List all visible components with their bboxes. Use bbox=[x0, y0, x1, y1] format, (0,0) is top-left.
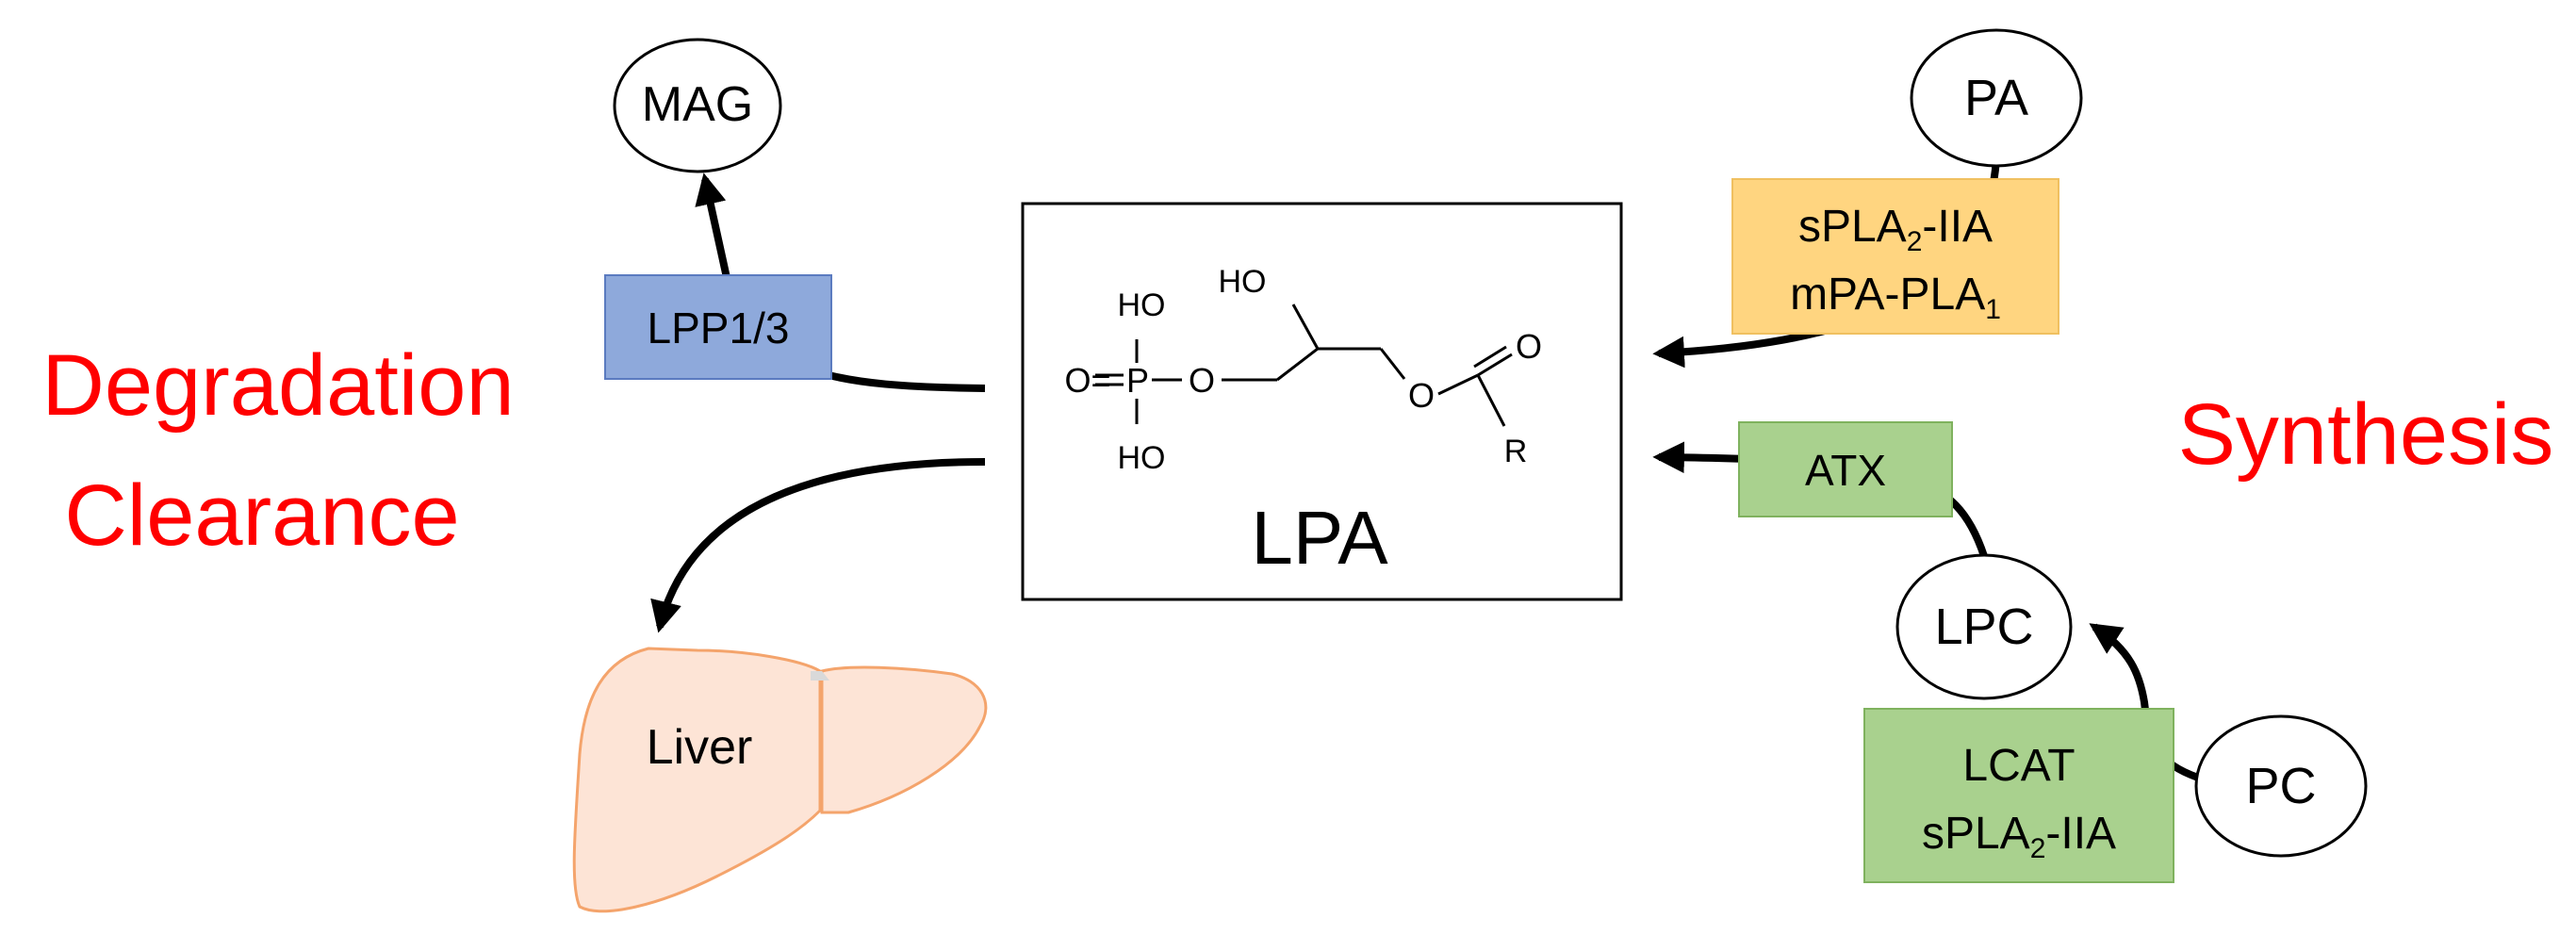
mag-node bbox=[613, 38, 782, 173]
p-atom-label: P bbox=[1126, 361, 1149, 400]
pc-label: PC bbox=[2245, 758, 2316, 814]
mag-label: MAG bbox=[642, 77, 753, 132]
lpa-structure bbox=[1095, 303, 1513, 427]
spla2-iia-label: sPLA2-IIA bbox=[1798, 202, 1993, 257]
lpa-title: LPA bbox=[1251, 496, 1388, 580]
o-double-label: O= bbox=[1064, 361, 1110, 400]
lcat-spla2-enzyme-box bbox=[1863, 708, 2174, 883]
o-carbonyl-label: O bbox=[1516, 327, 1542, 366]
clearance-label: Clearance bbox=[64, 468, 459, 564]
lpa-box bbox=[1021, 202, 1623, 601]
lpc-node bbox=[1895, 553, 2073, 700]
lpp-label: LPP1/3 bbox=[648, 303, 790, 353]
lpc-label: LPC bbox=[1934, 599, 2033, 655]
spla2-mpa-enzyme-box bbox=[1731, 178, 2059, 335]
ho-label-c2: HO bbox=[1219, 264, 1267, 300]
o-ester1-label: O bbox=[1189, 361, 1215, 400]
lpp-enzyme-box bbox=[604, 274, 832, 380]
r-group-label: R bbox=[1504, 434, 1528, 469]
degradation-label: Degradation bbox=[41, 337, 514, 434]
pa-label: PA bbox=[1964, 70, 2028, 126]
lcat-spla2-iia-label: sPLA2-IIA bbox=[1922, 809, 2116, 864]
arrow-lpa-to-liver bbox=[650, 458, 986, 633]
pc-node bbox=[2194, 714, 2368, 858]
atx-enzyme-box bbox=[1738, 421, 1953, 517]
lcat-label: LCAT bbox=[1962, 741, 2075, 791]
ho-label-p-top: HO bbox=[1118, 287, 1166, 323]
atx-label: ATX bbox=[1805, 446, 1886, 495]
liver-label: Liver bbox=[647, 720, 753, 775]
mpa-pla1-label: mPA-PLA1 bbox=[1790, 270, 2001, 325]
pa-node bbox=[1910, 28, 2083, 168]
o-ester2-label: O bbox=[1408, 376, 1435, 415]
synthesis-label: Synthesis bbox=[2178, 386, 2554, 483]
liver-shape bbox=[572, 647, 988, 913]
ho-label-p-bottom: HO bbox=[1118, 440, 1166, 476]
